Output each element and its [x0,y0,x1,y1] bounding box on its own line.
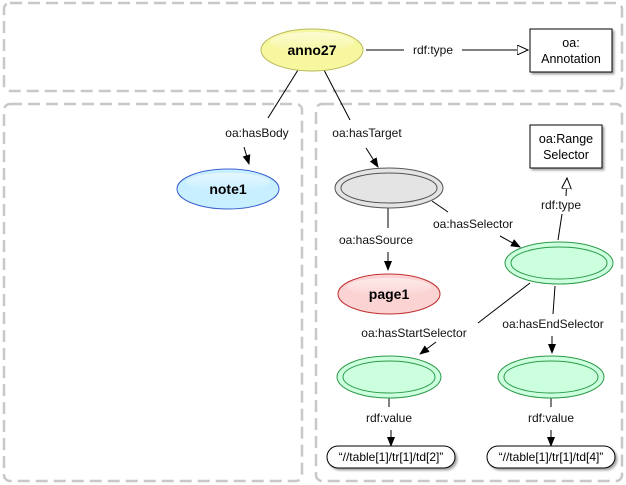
node-target[interactable] [334,167,444,209]
node-start-selector[interactable] [336,355,442,399]
left-region [2,102,304,483]
right-region [314,102,624,483]
node-page1-label: page1 [369,286,410,302]
class-range-selector-line1: oa:Range [539,132,593,146]
edge-arrow-has-body [242,146,251,165]
node-end-selector[interactable] [497,355,605,399]
edge-line-has-selector-a [431,200,449,213]
edge-label-value-end: rdf:value [528,411,574,425]
node-target-outer [334,167,444,209]
edge-label-has-end: oa:hasEndSelector [502,317,603,331]
class-annotation-line2: Annotation [541,52,601,66]
edge-line-has-start-a [477,282,531,324]
edge-line-has-end-a [552,285,556,315]
node-anno27-label: anno27 [287,42,336,58]
class-annotation-line1: oa: [562,36,579,50]
edge-label-type-annotation: rdf:type [413,43,453,57]
edge-line-has-body-a [267,69,299,119]
literal-start-xpath-text: “//table[1]/tr[1]/td[2]” [339,450,444,464]
node-end-selector-outer [497,355,605,399]
node-range-selector[interactable] [504,241,614,285]
node-anno27[interactable]: anno27 [260,28,364,72]
class-annotation[interactable]: oa: Annotation [529,28,613,73]
edge-arrow-has-start [419,341,437,355]
literal-start-xpath[interactable]: “//table[1]/tr[1]/td[2]” [326,445,456,469]
edge-label-type-range: rdf:type [541,198,581,212]
class-range-selector-box [529,124,603,169]
node-start-selector-outer [336,355,442,399]
edge-line-type-range-a [557,213,563,241]
edge-label-has-selector: oa:hasSelector [433,217,513,231]
literal-start-xpath-box [326,445,456,469]
edge-label-has-body: oa:hasBody [225,126,288,140]
node-range-selector-inner [510,246,608,280]
node-start-selector-inner [342,360,436,394]
node-range-selector-outer [504,241,614,285]
node-page1-gloss [347,278,431,296]
edge-label-has-source: oa:hasSource [339,233,413,247]
edge-label-has-start: oa:hasStartSelector [361,326,466,340]
edge-line-has-target-a [323,69,351,121]
node-note1-gloss [186,173,270,191]
class-range-selector-line2: Selector [543,148,589,162]
edge-arrow-has-selector [499,235,521,248]
node-end-selector-inner [503,360,599,394]
node-note1-label: note1 [209,181,247,197]
edge-arrow-has-target [365,147,379,168]
edge-arrow-type-range [566,178,567,197]
literal-end-xpath-box [486,445,616,469]
literal-end-xpath[interactable]: “//table[1]/tr[1]/td[4]” [486,445,616,469]
node-note1[interactable]: note1 [176,168,280,210]
edge-label-value-start: rdf:value [366,411,412,425]
top-region [2,1,624,93]
class-annotation-box [529,28,613,73]
node-page1[interactable]: page1 [337,273,441,315]
literal-end-xpath-text: “//table[1]/tr[1]/td[4]” [499,450,604,464]
class-range-selector[interactable]: oa:Range Selector [529,124,603,169]
node-anno27-gloss [270,32,354,52]
edge-label-has-target: oa:hasTarget [332,126,402,140]
node-target-inner [340,172,438,204]
